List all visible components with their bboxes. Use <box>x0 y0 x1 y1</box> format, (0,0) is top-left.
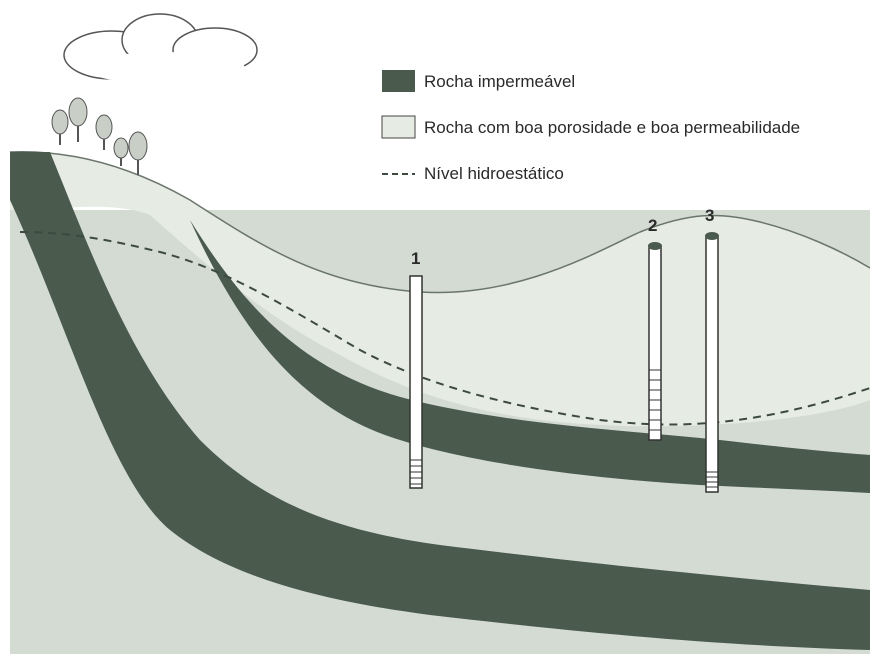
tree-icon <box>51 109 69 145</box>
well-3 <box>705 232 719 493</box>
tree-icon <box>95 114 113 150</box>
tree-icons <box>51 97 148 175</box>
well-2 <box>648 242 662 441</box>
well-label-3: 3 <box>705 206 714 225</box>
tree-icon <box>68 97 88 142</box>
legend: Rocha impermeável Rocha com boa porosida… <box>381 70 800 183</box>
well-label-2: 2 <box>648 216 657 235</box>
legend-swatch-permeable <box>381 115 416 139</box>
tree-icon <box>113 137 129 166</box>
land-surface-line <box>9 151 870 294</box>
well-label-1: 1 <box>411 249 420 268</box>
legend-label-water-table: Nível hidroestático <box>424 164 564 183</box>
upper-impermeable-layer <box>190 220 870 493</box>
cloud-icon <box>63 13 258 84</box>
tree-icon <box>128 131 148 175</box>
well-1 <box>409 275 423 489</box>
lower-impermeable-layer <box>10 152 870 650</box>
legend-label-permeable: Rocha com boa porosidade e boa permeabil… <box>424 118 800 137</box>
legend-swatch-impermeable <box>382 70 415 92</box>
legend-label-impermeable: Rocha impermeável <box>424 72 575 91</box>
